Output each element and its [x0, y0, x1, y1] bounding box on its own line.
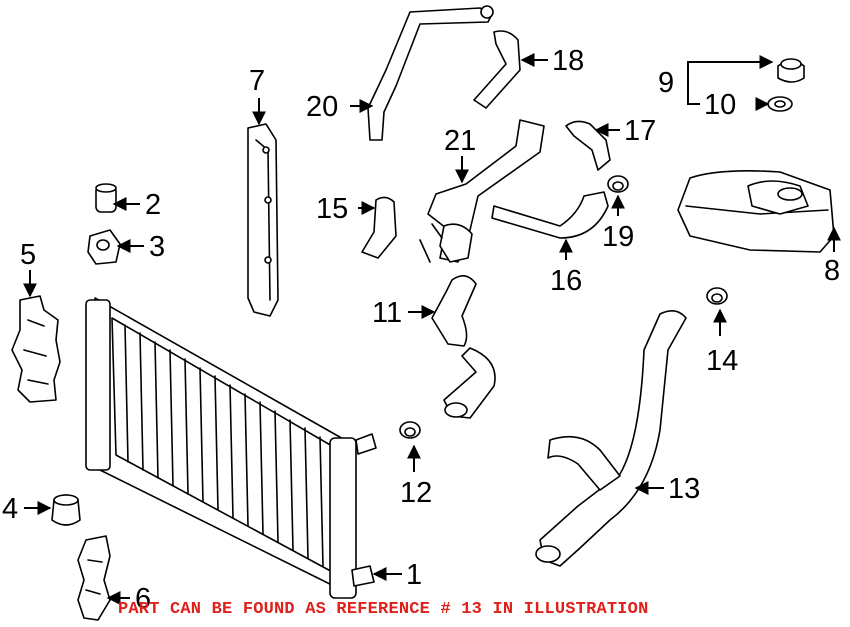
clamp-part-14: [706, 287, 728, 305]
hose-part-18: [473, 30, 521, 109]
air-guide-part-7: [247, 123, 279, 317]
clamp-part-19: [607, 175, 629, 193]
callout-8: 8: [824, 255, 840, 287]
expansion-tank-part-8: [677, 170, 835, 253]
callout-3: 3: [149, 231, 165, 263]
callout-5: 5: [20, 239, 36, 271]
pipe-assembly-part-21: [419, 119, 545, 263]
callout-6: 6: [135, 583, 151, 615]
callout-13: 13: [668, 473, 700, 505]
callout-4: 4: [2, 493, 18, 525]
callout-11: 11: [372, 297, 402, 329]
callout-18: 18: [552, 45, 584, 77]
callout-labels: 1 2 3 4 5 6 7 8 9 10 11 12 13 14 15 16 1…: [2, 45, 840, 615]
hose-part-16: [491, 191, 609, 239]
callout-15: 15: [316, 193, 348, 225]
callout-12: 12: [400, 477, 432, 509]
callout-19: 19: [602, 221, 634, 253]
mount-part-3: [87, 229, 121, 265]
cap-part-9: [777, 58, 805, 83]
bushing-part-2: [95, 183, 117, 213]
radiator-part-1: [85, 297, 377, 599]
callout-arrows: [23, 53, 841, 605]
callout-14: 14: [706, 345, 738, 377]
bracket-part-5: [11, 295, 61, 403]
callout-16: 16: [550, 265, 582, 297]
callout-1: 1: [406, 559, 422, 591]
hose-part-11: [431, 275, 496, 419]
hose-part-15: [361, 196, 397, 259]
callout-20: 20: [306, 91, 338, 123]
bracket-part-6: [77, 535, 111, 621]
callout-10: 10: [704, 89, 736, 121]
hose-part-17: [565, 120, 611, 171]
callout-21: 21: [444, 125, 476, 157]
callout-2: 2: [145, 189, 161, 221]
pipe-part-20: [367, 5, 494, 141]
callout-7: 7: [249, 65, 265, 97]
clamp-part-12: [399, 421, 421, 439]
seal-part-10: [767, 96, 793, 112]
callout-9: 9: [658, 67, 674, 99]
reference-note: PART CAN BE FOUND AS REFERENCE # 13 IN I…: [118, 600, 649, 619]
callout-17: 17: [624, 115, 656, 147]
lower-hose-part-13: [535, 310, 687, 567]
grommet-part-4: [51, 494, 81, 526]
